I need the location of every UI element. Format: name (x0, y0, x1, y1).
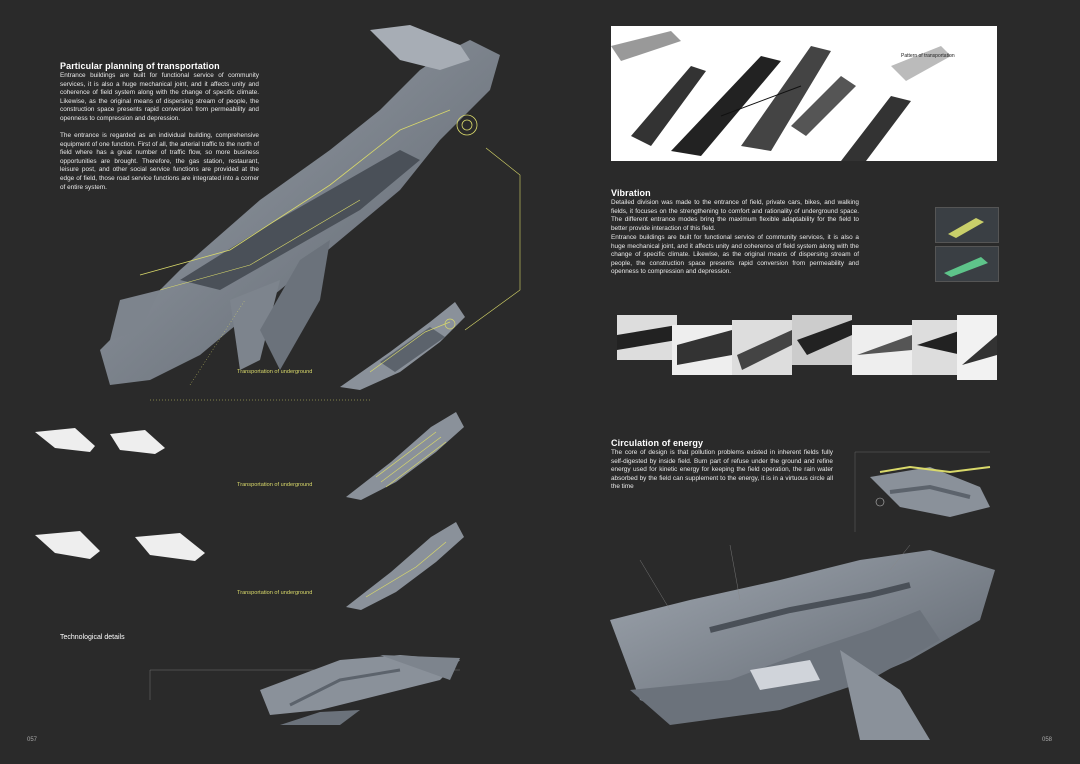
vibration-paragraph-2: Entrance buildings are built for functio… (611, 234, 859, 276)
pattern-caption: Pattern of transportation (901, 53, 955, 59)
transport-planning-title: Particular planning of transportation (60, 61, 220, 71)
transport-planning-paragraph-2: The entrance is regarded as an individua… (60, 132, 259, 191)
underground-model-1 (340, 302, 465, 390)
silhouette-set-2 (35, 531, 205, 561)
technological-details-title: Technological details (60, 634, 125, 641)
vibration-screen-2 (935, 246, 999, 282)
vibration-title: Vibration (611, 188, 651, 198)
right-page: Pattern of transportation Vibration Deta… (540, 0, 1080, 764)
page-number-right: 058 (1042, 737, 1053, 743)
page-number-left: 057 (27, 737, 38, 743)
pattern-of-transportation-image (611, 26, 997, 161)
left-page: Particular planning of transportation En… (27, 25, 521, 743)
underground-model-3 (346, 522, 464, 610)
bottom-model-illustration (610, 544, 995, 740)
silhouette-set-1 (35, 428, 165, 454)
underground-caption-1: Transportation of underground (237, 369, 313, 375)
transport-planning-paragraph-1: Entrance buildings are built for functio… (60, 72, 259, 122)
technological-details-drawing (149, 655, 460, 725)
underground-caption-3: Transportation of underground (237, 590, 313, 596)
underground-caption-2: Transportation of underground (237, 482, 313, 488)
energy-circulation-diagram (854, 451, 991, 532)
energy-paragraph: The core of design is that pollution pro… (611, 449, 833, 491)
vibration-image-strip (617, 315, 997, 385)
underground-model-2 (346, 412, 464, 500)
energy-title: Circulation of energy (611, 438, 704, 448)
vibration-paragraph-1: Detailed division was made to the entran… (611, 199, 859, 232)
main-model-illustration (100, 25, 521, 401)
vibration-screen-1 (935, 207, 999, 243)
